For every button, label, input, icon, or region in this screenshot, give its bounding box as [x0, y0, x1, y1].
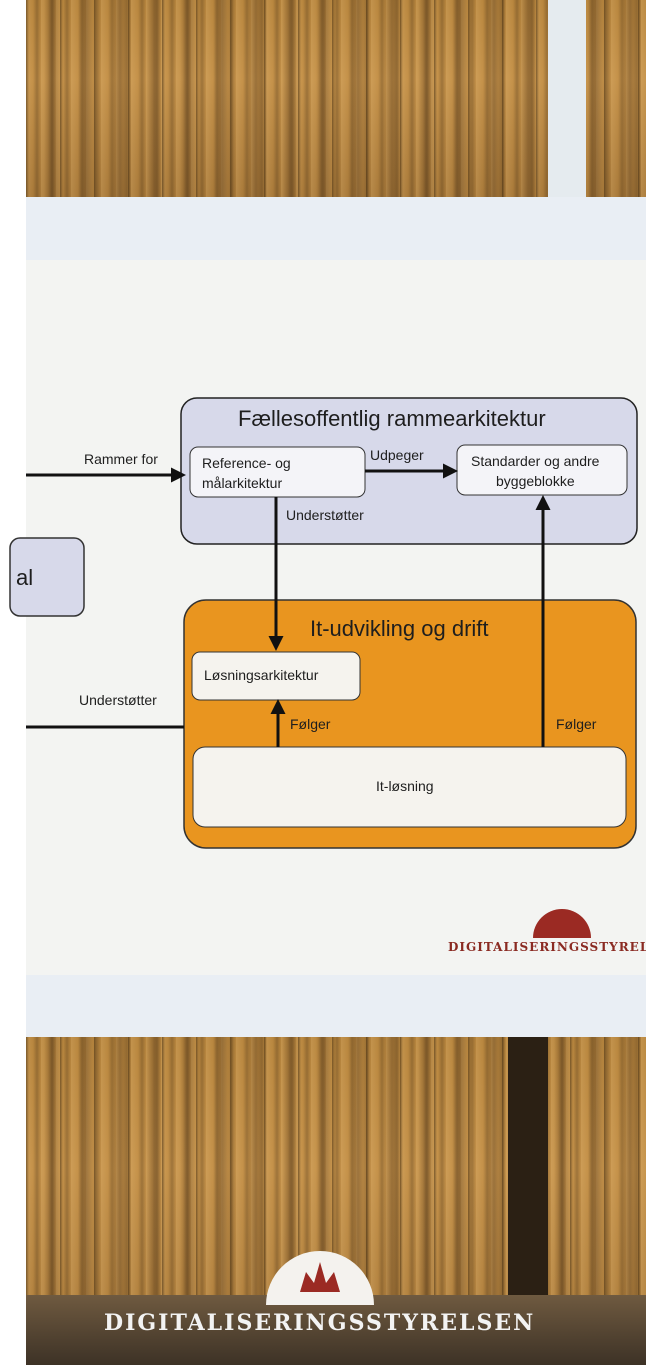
- framework-title: Fællesoffentlig rammearkitektur: [238, 406, 546, 431]
- crown-icon: [300, 1262, 340, 1292]
- dev-title: It-udvikling og drift: [310, 616, 489, 641]
- solution-arch-label: Løsningsarkitektur: [204, 667, 319, 683]
- bottom-rail: [26, 1295, 646, 1365]
- left-box-fragment: al: [16, 565, 34, 590]
- label-understotter-left: Understøtter: [79, 692, 157, 708]
- standards-box-line2: byggeblokke: [496, 473, 575, 489]
- wood-background-top: [26, 0, 646, 197]
- plank-gap-bottom: [508, 1037, 548, 1297]
- footer-logo-text: DIGITALISERINGSSTYRELSEN: [104, 1310, 536, 1336]
- plank-gap-top: [548, 0, 586, 197]
- label-folger-right: Følger: [556, 716, 597, 732]
- label-folger-left: Følger: [290, 716, 331, 732]
- left-partial-box: [9, 537, 85, 617]
- sheet-logo-text: DIGITALISERINGSSTYREL: [448, 940, 646, 954]
- label-udpeger: Udpeger: [370, 447, 424, 463]
- standards-box-line1: Standarder og andre: [471, 453, 600, 469]
- it-solution-box: [192, 746, 627, 828]
- reference-box-line2: målarkitektur: [202, 475, 283, 491]
- it-solution-label: It-løsning: [376, 778, 434, 794]
- reference-box-line1: Reference- og: [202, 455, 291, 471]
- label-understotter-top: Understøtter: [286, 507, 364, 523]
- sheet-logo-dome: [533, 909, 591, 938]
- label-rammer-for: Rammer for: [84, 451, 158, 467]
